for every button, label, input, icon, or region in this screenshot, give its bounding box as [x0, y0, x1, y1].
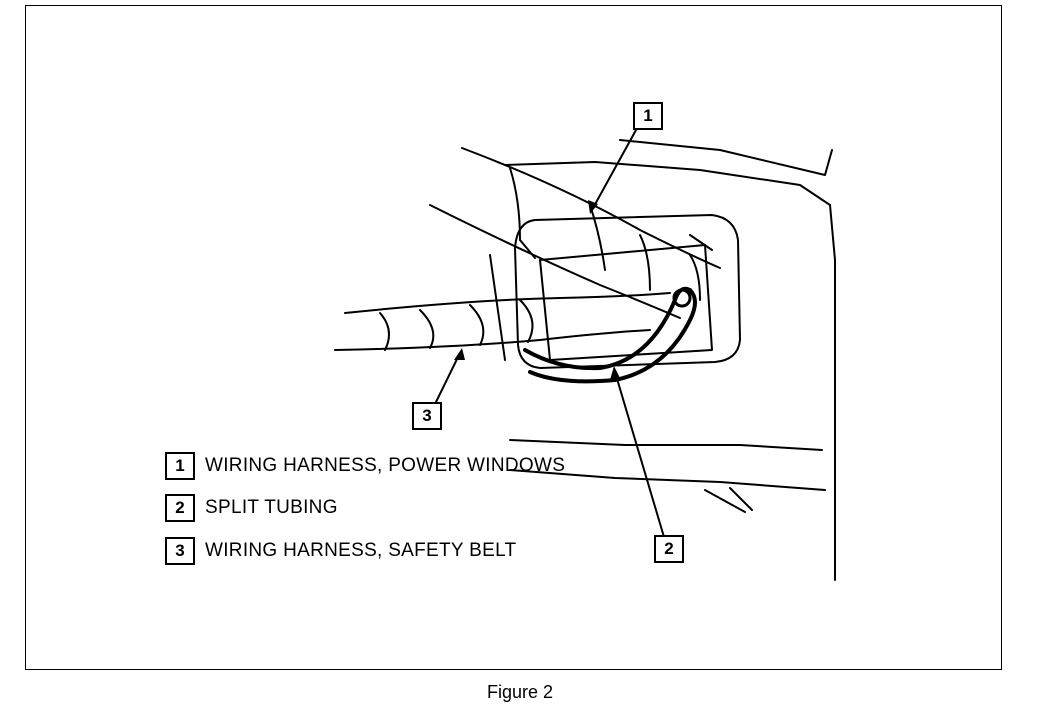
- harness-3-top: [344, 292, 671, 314]
- leader-3: [435, 352, 461, 403]
- legend-label: WIRING HARNESS, SAFETY BELT: [205, 540, 517, 561]
- door-panel-lower-edge-2: [509, 469, 826, 491]
- legend-label: SPLIT TUBING: [205, 497, 338, 518]
- split-tubing-end: [672, 288, 692, 308]
- door-panel-hatch: [704, 487, 753, 513]
- callout-2: 2: [654, 535, 684, 563]
- legend-label: WIRING HARNESS, POWER WINDOWS: [205, 455, 566, 476]
- leader-1: [592, 129, 637, 209]
- harness-1-wrap: [509, 167, 701, 301]
- figure-caption: Figure 2: [486, 682, 554, 702]
- harness-3-wrap: [379, 299, 534, 351]
- legend-item-1: 1 WIRING HARNESS, POWER WINDOWS: [165, 451, 565, 481]
- harness-1-bottom: [429, 204, 681, 319]
- leader-2: [614, 371, 665, 538]
- legend-number-box: 1: [165, 452, 195, 480]
- door-panel-top-edge: [504, 161, 836, 581]
- opening-plate: [514, 214, 741, 369]
- door-panel-lower-edge-1: [509, 439, 823, 451]
- harness-1-top: [461, 147, 721, 269]
- legend-number-box: 2: [165, 494, 195, 522]
- opening-inner: [539, 244, 713, 361]
- door-panel-top-inner: [619, 139, 833, 176]
- arrow-2: [610, 366, 620, 380]
- legend-number-box: 3: [165, 537, 195, 565]
- callout-1: 1: [633, 102, 663, 130]
- arrow-3: [454, 348, 465, 360]
- figure-frame: [25, 5, 1002, 670]
- callout-3: 3: [412, 402, 442, 430]
- harness-3-bottom: [334, 329, 651, 351]
- split-tubing: [523, 286, 697, 384]
- legend-item-2: 2 SPLIT TUBING: [165, 493, 338, 523]
- arrow-1: [588, 200, 598, 214]
- legend-item-3: 3 WIRING HARNESS, SAFETY BELT: [165, 536, 516, 566]
